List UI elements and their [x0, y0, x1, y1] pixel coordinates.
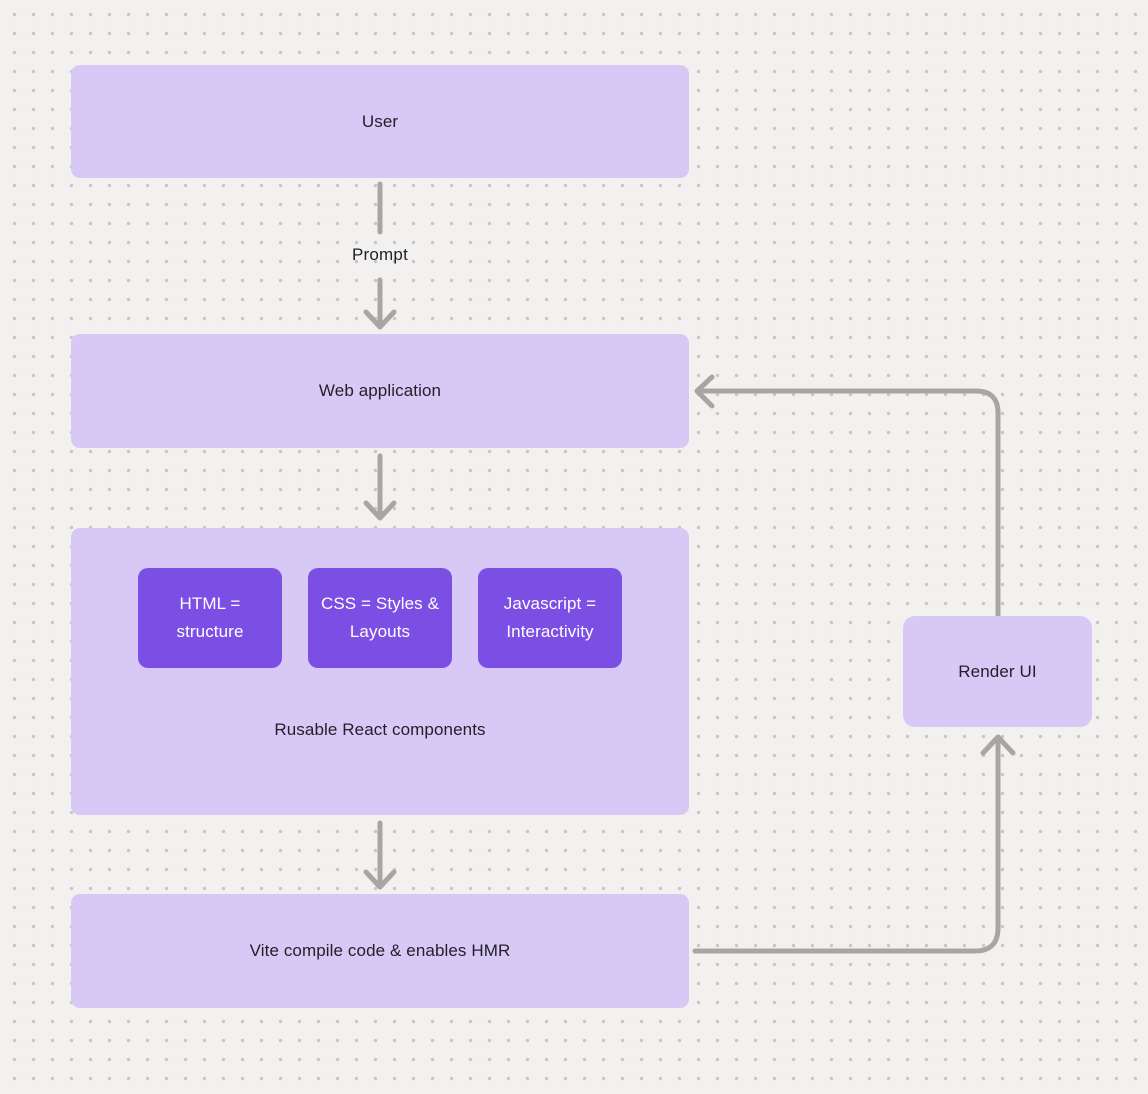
node-render-ui-label: Render UI [958, 661, 1037, 681]
node-user: User [71, 65, 689, 178]
node-css: CSS = Styles & Layouts [308, 568, 452, 668]
components-group-caption: Rusable React components [274, 720, 486, 739]
components-row: HTML = structure CSS = Styles & Layouts … [71, 568, 689, 668]
edge-label-prompt: Prompt [352, 245, 408, 264]
arrowhead-into-render-ui-icon [980, 734, 1016, 756]
node-render-ui: Render UI [903, 616, 1092, 727]
arrowhead-into-webapp-icon [363, 309, 397, 330]
node-javascript: Javascript = Interactivity [478, 568, 622, 668]
node-vite-label: Vite compile code & enables HMR [249, 941, 511, 960]
connector-vite-to-render-ui [692, 739, 1001, 954]
node-web-application-label: Web application [318, 381, 442, 400]
node-css-label: CSS = Styles & Layouts [320, 594, 440, 641]
node-user-label: User [361, 111, 399, 131]
connector-render-ui-to-webapp [700, 388, 1001, 618]
node-components-group: HTML = structure CSS = Styles & Layouts … [71, 528, 689, 815]
node-html-label: HTML = structure [176, 594, 244, 641]
node-web-application: Web application [71, 334, 689, 448]
arrowhead-into-webapp-left-icon [694, 374, 715, 409]
node-vite: Vite compile code & enables HMR [71, 894, 689, 1008]
arrowhead-into-vite-icon [363, 869, 397, 890]
arrowhead-into-components-icon [363, 500, 397, 521]
node-html: HTML = structure [138, 568, 282, 668]
node-javascript-label: Javascript = Interactivity [503, 594, 597, 641]
